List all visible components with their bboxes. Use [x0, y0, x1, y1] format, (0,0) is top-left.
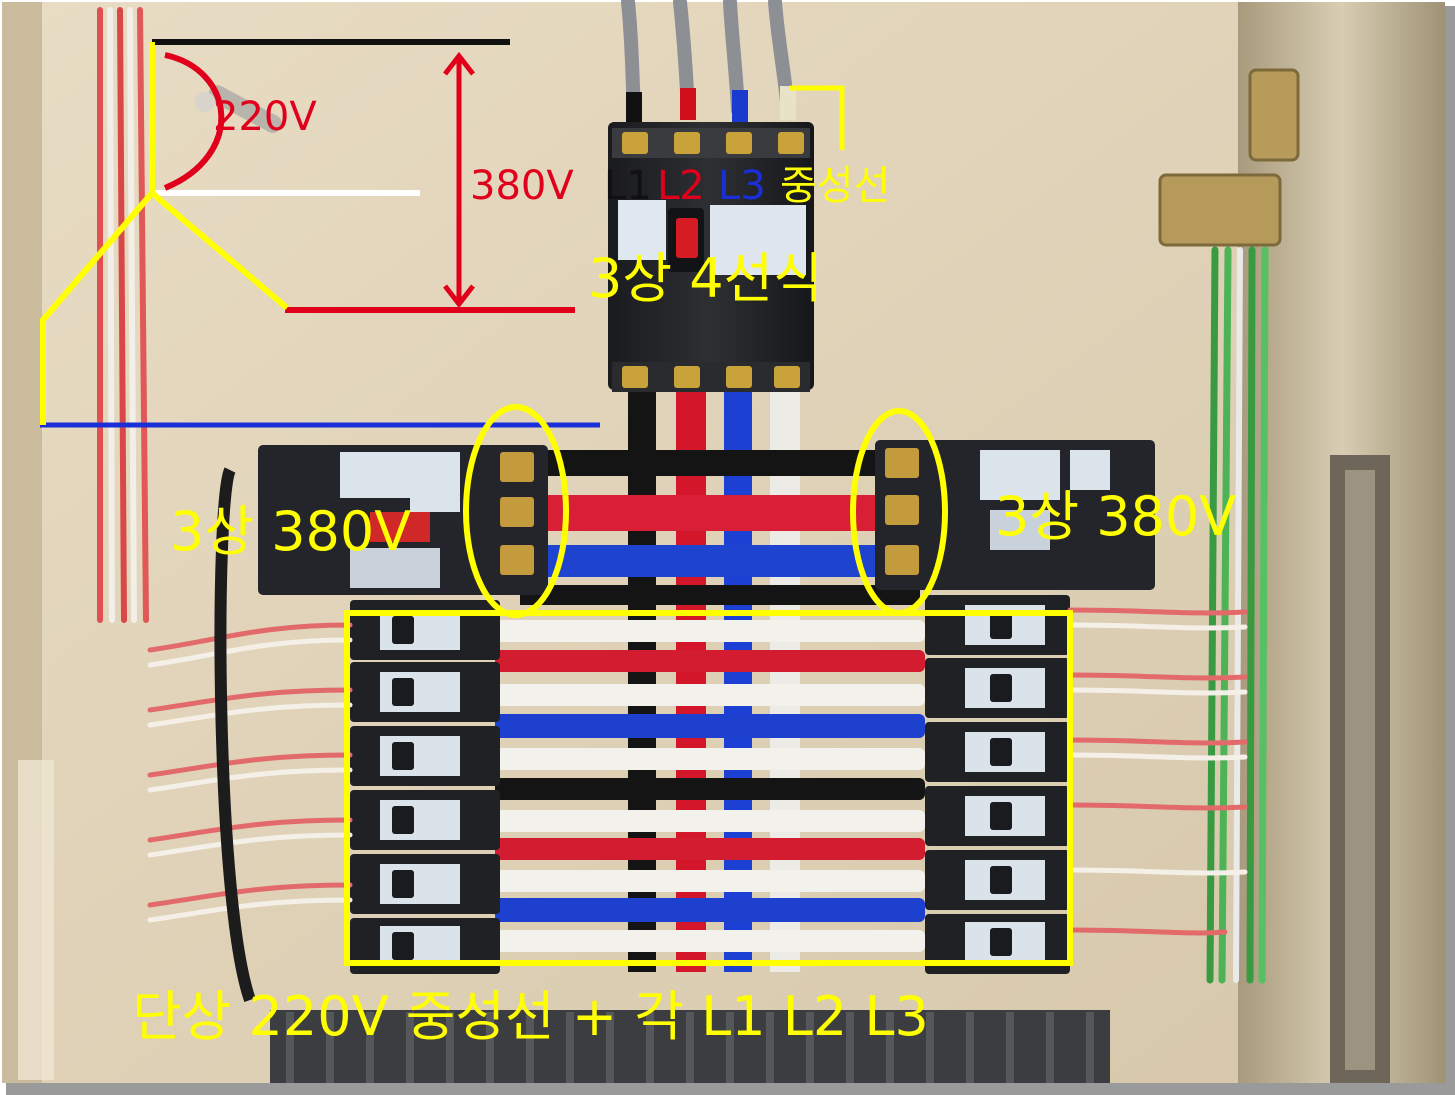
- single-phase-busbars: [495, 620, 925, 952]
- hinge-top: [1248, 68, 1300, 162]
- label-neutral: 중성선: [780, 163, 891, 209]
- neutral-bracket: [790, 85, 845, 150]
- label-single-phase: 단상 220V 중성선 + 각 L1 L2 L3: [132, 985, 929, 1048]
- left-three-phase-breaker: [258, 445, 548, 595]
- branch-wires-left: [147, 622, 353, 923]
- main-mccb-breaker: [608, 122, 814, 392]
- wye-yellow-lines: [40, 42, 155, 425]
- single-phase-box: [344, 610, 1073, 966]
- label-three-phase-380-left: 3상 380V: [170, 500, 412, 563]
- label-three-phase-380-right: 3상 380V: [995, 485, 1237, 548]
- label-three-phase-four-wire: 3상 4선식: [588, 247, 823, 310]
- label-l1: L1: [604, 163, 652, 209]
- branch-wires-right: [1067, 607, 1248, 936]
- label-l3: L3: [718, 163, 766, 209]
- label-l2: L2: [657, 163, 705, 209]
- three-phase-busbars: [520, 450, 920, 605]
- hinge-mid: [1158, 173, 1282, 247]
- label-380v: 380V: [470, 163, 574, 209]
- annotation-overlay: [40, 39, 1073, 966]
- left-cable-bundle: [97, 7, 149, 623]
- arc-220v: [163, 52, 225, 191]
- wall-bolt: [195, 85, 282, 133]
- label-220v: 220V: [213, 94, 317, 140]
